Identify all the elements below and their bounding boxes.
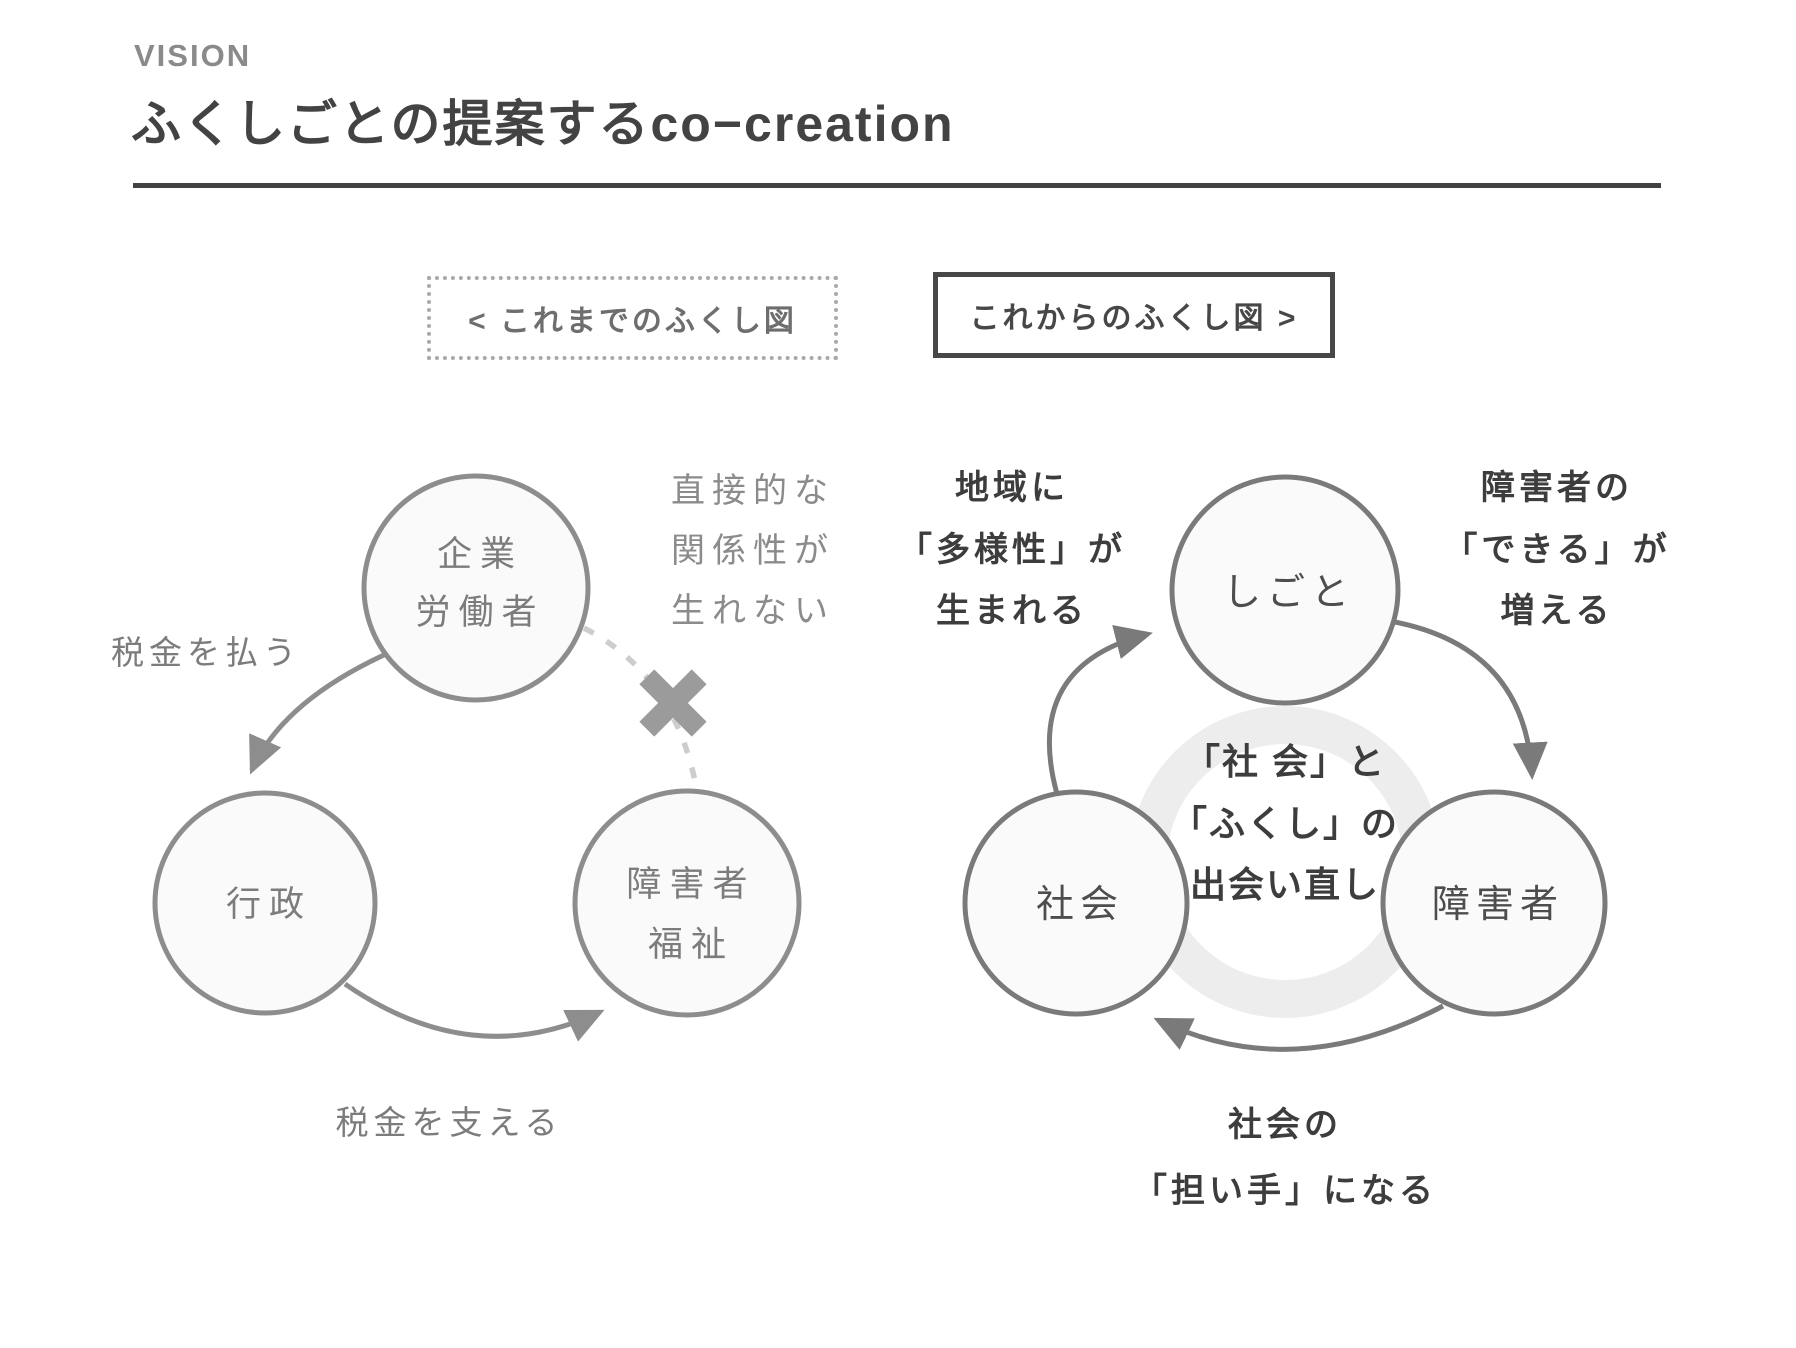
note-can-do-line2: 「できる」が — [1443, 531, 1670, 569]
page-title: ふくしごとの提案するco−creation — [131, 96, 955, 152]
node-disability-welfare-circle — [572, 788, 802, 1018]
center-note-line1: 「社 会」と — [1184, 741, 1386, 782]
node-society-label: 社会 — [1036, 884, 1124, 926]
note-diversity-line2: 「多様性」が — [898, 531, 1126, 569]
arrow-work-to-disabled — [1394, 619, 1548, 780]
node-government-label: 行政 — [226, 885, 312, 924]
node-disabled-people-label: 障害者 — [1432, 884, 1564, 926]
node-government-circle — [152, 790, 378, 1016]
before-diagram: 企業 労働者 行政 障害者 福祉 税金を払う 税金を支える 直接的な 関係性が … — [111, 472, 835, 1141]
node-society-circle — [962, 789, 1190, 1017]
node-disabled-people-circle — [1380, 789, 1608, 1017]
node-disability-welfare-label-line1: 障害者 — [626, 865, 755, 904]
edge-pay-taxes-label: 税金を払う — [111, 634, 301, 671]
no-relation-note-line1: 直接的な — [671, 472, 835, 510]
after-diagram: しごと 社会 障害者 「社 会」と 「ふくし」の 出会い直し 地域に 「多様性」… — [898, 469, 1670, 1210]
edge-support-taxes-arrow — [343, 981, 605, 1042]
no-relation-note-line2: 関係性が — [671, 532, 835, 570]
no-relation-note-line3: 生れない — [671, 592, 835, 630]
tab-next-diagram[interactable]: これからのふくし図 > — [933, 272, 1335, 358]
node-work-circle — [1169, 474, 1401, 706]
node-companies-workers-label-line1: 企業 — [437, 535, 523, 574]
edge-pay-taxes-arrow — [249, 651, 388, 775]
node-work-label: しごと — [1223, 572, 1355, 614]
node-companies-workers-label-line2: 労働者 — [415, 593, 544, 632]
note-can-do-line1: 障害者の — [1481, 469, 1633, 507]
title-underline — [133, 183, 1661, 188]
cross-icon — [639, 669, 707, 737]
tab-previous-diagram[interactable]: < これまでのふくし図 — [427, 276, 838, 360]
vision-eyebrow: VISION — [134, 38, 252, 73]
edge-support-taxes-label: 税金を支える — [335, 1104, 562, 1141]
note-bearer-line1: 社会の — [1228, 1106, 1342, 1144]
note-can-do-line3: 増える — [1501, 592, 1614, 630]
arrow-disabled-to-society — [1153, 1003, 1445, 1052]
center-note-line2: 「ふくし」の — [1171, 803, 1399, 844]
note-diversity-line1: 地域に — [955, 469, 1069, 507]
center-note-line3: 出会い直し — [1190, 864, 1380, 905]
arrow-society-to-work — [1047, 625, 1153, 795]
note-diversity-line3: 生まれる — [936, 592, 1088, 630]
node-disability-welfare-label-line2: 福祉 — [648, 925, 734, 964]
node-companies-workers-circle — [361, 473, 591, 703]
note-bearer-line2: 「担い手」になる — [1133, 1172, 1437, 1210]
